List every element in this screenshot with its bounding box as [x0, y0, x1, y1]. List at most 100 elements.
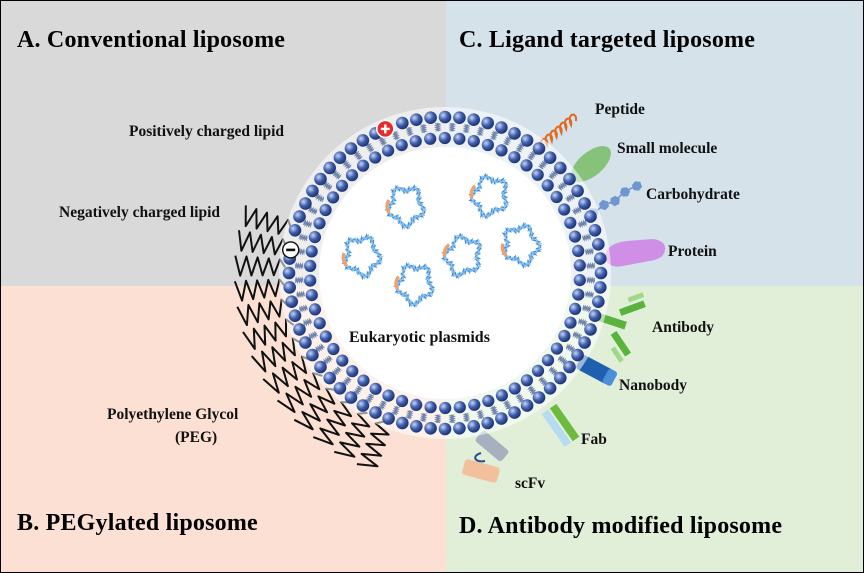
peptide-label: Peptide — [595, 101, 645, 118]
lipid-head-outer — [520, 399, 534, 412]
lipid-head-inner — [453, 132, 466, 145]
lipid-tail — [367, 143, 375, 152]
lipid-tail — [308, 207, 317, 215]
lipid-tail — [296, 290, 305, 297]
lipid-head-outer — [396, 116, 409, 130]
lipid-tail — [476, 126, 483, 136]
lipid-head-outer — [424, 111, 437, 124]
lipid-head-outer — [532, 142, 546, 155]
lipid-tail — [419, 413, 426, 422]
lipid-tails — [294, 122, 596, 424]
scfv-label: scFv — [515, 475, 546, 492]
lipid-tail — [586, 278, 596, 285]
lipid-tail — [405, 410, 412, 419]
lipid-head-inner — [424, 132, 437, 145]
lipid-head-inner — [573, 274, 586, 287]
plasmid-icon — [341, 233, 384, 281]
lipid-head-inner — [564, 316, 577, 329]
lipid-head-inner — [305, 289, 318, 302]
lipid-tail — [333, 367, 342, 376]
lipid-tail — [557, 357, 566, 365]
lipid-tail — [585, 292, 594, 299]
charge-markers — [282, 119, 395, 259]
lipid-head-inner — [568, 230, 582, 243]
lipid-head-inner — [467, 135, 480, 148]
quadrant-a-title: A. Conventional liposome — [17, 27, 286, 53]
lipid-head-outer — [438, 422, 452, 436]
lipid-head-inner — [573, 259, 586, 272]
lipid-head-outer — [288, 224, 302, 237]
lipid-head-outer — [563, 172, 576, 186]
lipid-head-outer — [333, 151, 347, 164]
lipid-head-outer — [288, 309, 302, 323]
lipid-head-outer — [467, 113, 481, 126]
lipid-tail — [407, 127, 414, 136]
lipid-tail — [579, 318, 588, 325]
lipid-tail — [365, 393, 373, 403]
negative-lipid-label: Negatively charged lipid — [59, 204, 221, 221]
lipid-tail — [436, 414, 442, 424]
lipid-tail — [303, 219, 312, 226]
lipid-tail — [517, 143, 525, 153]
lipid-tail — [436, 122, 442, 132]
lipid-head-inner — [508, 151, 521, 164]
lipid-tail — [308, 205, 318, 213]
lipid-tail — [324, 356, 333, 365]
lipid-tail — [296, 292, 306, 299]
lipid-tail — [565, 345, 575, 353]
lipid-tail — [548, 170, 557, 179]
core-label: Eukaryotic plasmids — [349, 329, 490, 346]
lipid-head-inner — [357, 159, 370, 172]
lipid-head-inner — [336, 354, 349, 367]
lipid-head-outer — [293, 323, 306, 336]
lipid-tail — [572, 208, 582, 216]
peg-chain-icon — [262, 355, 312, 394]
lipid-tail — [342, 161, 351, 170]
lipid-tail — [355, 387, 363, 396]
lipid-head-inner — [395, 139, 408, 152]
carbohydrate-label: Carbohydrate — [646, 186, 740, 203]
lipid-tail — [421, 413, 428, 423]
lipid-head-outer — [481, 416, 495, 430]
lipid-head-inner — [304, 259, 317, 272]
lipid-head-inner — [453, 401, 466, 414]
lipid-head-inner — [410, 398, 423, 411]
lipid-head-inner — [550, 190, 563, 204]
lipid-tail — [380, 136, 388, 146]
protein-label: Protein — [668, 243, 717, 260]
lipid-head-outer — [396, 416, 409, 430]
lipid-tail — [433, 122, 440, 132]
lipid-head-outer — [306, 184, 319, 198]
nanobody-label: Nanobody — [619, 377, 688, 394]
lipid-head-inner — [482, 394, 495, 407]
lipid-tail — [407, 410, 414, 420]
lipid-head-outer — [578, 336, 591, 349]
lipid-head-outer — [554, 371, 567, 385]
positive-lipid-label: Positively charged lipid — [129, 123, 284, 140]
quadrant-d-title: D. Antibody modified liposome — [459, 513, 783, 539]
lipid-head-inner — [357, 374, 370, 387]
lipid-head-outer — [592, 295, 605, 309]
lipid-head-inner — [438, 131, 451, 145]
lipid-tail — [478, 409, 485, 419]
small-molecule-label: Small molecule — [617, 140, 718, 157]
peg-chain-icon — [334, 411, 371, 458]
lipid-head-inner — [327, 191, 340, 204]
lipid-head-outer — [563, 360, 576, 374]
lipid-head-outer — [571, 348, 584, 362]
lipid-tail — [448, 122, 454, 132]
lipid-head-inner — [335, 179, 349, 192]
peg-chain-icon — [356, 420, 390, 468]
lipid-tail — [450, 122, 457, 132]
lipid-tail — [393, 131, 401, 140]
lipid-tail — [585, 290, 595, 297]
lipid-head-outer — [588, 309, 602, 323]
plasmid-icon — [441, 232, 484, 280]
lipid-head-inner — [304, 274, 317, 287]
antibody-label: Antibody — [652, 319, 715, 336]
lipid-head-inner — [327, 342, 340, 356]
lipid-head-inner — [572, 244, 585, 257]
lipid-tail — [527, 150, 535, 159]
